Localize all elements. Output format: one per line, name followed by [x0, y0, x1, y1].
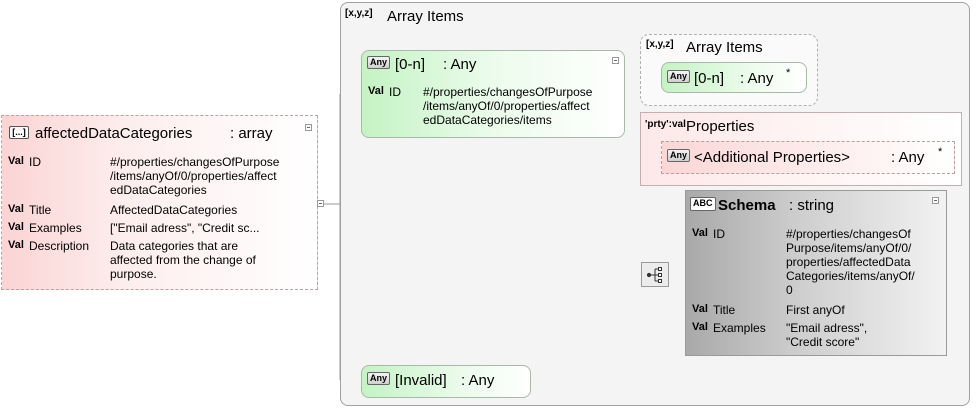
- item-type: : Any: [740, 70, 774, 87]
- any-item-invalid[interactable]: Any [Invalid] : Any: [361, 365, 531, 398]
- item-name: [0-n]: [395, 56, 426, 73]
- element-name: Schema: [718, 197, 776, 214]
- element-type: : string: [789, 197, 835, 214]
- array-icon: [...]: [9, 126, 29, 139]
- prop-key: Description: [29, 239, 90, 253]
- expand-toggle[interactable]: [317, 200, 324, 207]
- prop-key: ID: [389, 85, 401, 99]
- prop-value: "Email adress", "Credit score": [786, 321, 868, 349]
- any-icon: Any: [667, 70, 691, 83]
- additional-properties[interactable]: Any <Additional Properties> : Any *: [661, 141, 955, 174]
- val-icon: Val: [8, 221, 24, 233]
- prop-value: AffectedDataCategories: [110, 203, 238, 217]
- prop-key: Examples: [29, 221, 82, 235]
- any-item-0-n[interactable]: Any [0-n] : Any Val ID #/properties/chan…: [361, 50, 625, 138]
- properties-label: Properties: [686, 118, 755, 135]
- prop-key: Title: [29, 203, 52, 217]
- val-icon: Val: [8, 203, 24, 215]
- prop-value: #/properties/changesOf Purpose/items/any…: [786, 227, 915, 297]
- star-marker: *: [786, 67, 791, 79]
- root-element-affectedDataCategories[interactable]: [...] affectedDataCategories : array Val…: [1, 115, 318, 290]
- properties-icon: 'prty':val: [645, 119, 686, 130]
- item-name: <Additional Properties>: [694, 149, 850, 166]
- string-type-icon: ABC: [690, 197, 716, 211]
- array-items-label: Array Items: [387, 8, 464, 25]
- prop-value: First anyOf: [786, 303, 845, 317]
- prop-value: #/properties/changesOfPurpose /items/any…: [423, 85, 593, 127]
- item-type: : Any: [443, 56, 477, 73]
- prop-key: ID: [29, 155, 41, 169]
- nested-any-item-0-n[interactable]: Any [0-n] : Any *: [661, 62, 807, 93]
- val-icon: Val: [692, 227, 708, 239]
- item-name: [Invalid]: [395, 372, 447, 389]
- schema-string-element[interactable]: ABC Schema : string Val ID #/properties/…: [685, 190, 947, 356]
- val-icon: Val: [8, 239, 24, 251]
- element-name: affectedDataCategories: [35, 125, 193, 142]
- any-icon: Any: [667, 149, 691, 162]
- choice-glyph: [646, 267, 662, 283]
- prop-value: Data categories that are affected from t…: [110, 239, 256, 281]
- item-type: : Any: [461, 372, 495, 389]
- star-marker: *: [938, 146, 943, 158]
- any-icon: Any: [367, 372, 391, 385]
- val-icon: Val: [692, 303, 708, 315]
- collapse-toggle[interactable]: [612, 57, 619, 64]
- prop-value: #/properties/changesOfPurpose /items/any…: [110, 155, 280, 197]
- val-icon: Val: [8, 155, 24, 167]
- array-items-label: Array Items: [686, 39, 763, 56]
- prop-key: ID: [713, 227, 725, 241]
- val-icon: Val: [692, 321, 708, 333]
- collapse-toggle[interactable]: [305, 124, 312, 131]
- prop-key: Examples: [713, 321, 766, 335]
- collapse-toggle[interactable]: [932, 197, 939, 204]
- array-items-icon: [x,y,z]: [646, 39, 674, 50]
- item-type: : Any: [891, 149, 925, 166]
- any-icon: Any: [367, 56, 391, 69]
- prop-value: ["Email adress", "Credit sc...: [110, 221, 260, 235]
- prop-key: Title: [713, 303, 736, 317]
- val-icon: Val: [368, 85, 384, 97]
- item-name: [0-n]: [694, 70, 725, 87]
- array-items-icon: [x,y,z]: [345, 8, 373, 19]
- element-type: : array: [230, 125, 273, 142]
- choice-compositor-icon[interactable]: [641, 262, 669, 287]
